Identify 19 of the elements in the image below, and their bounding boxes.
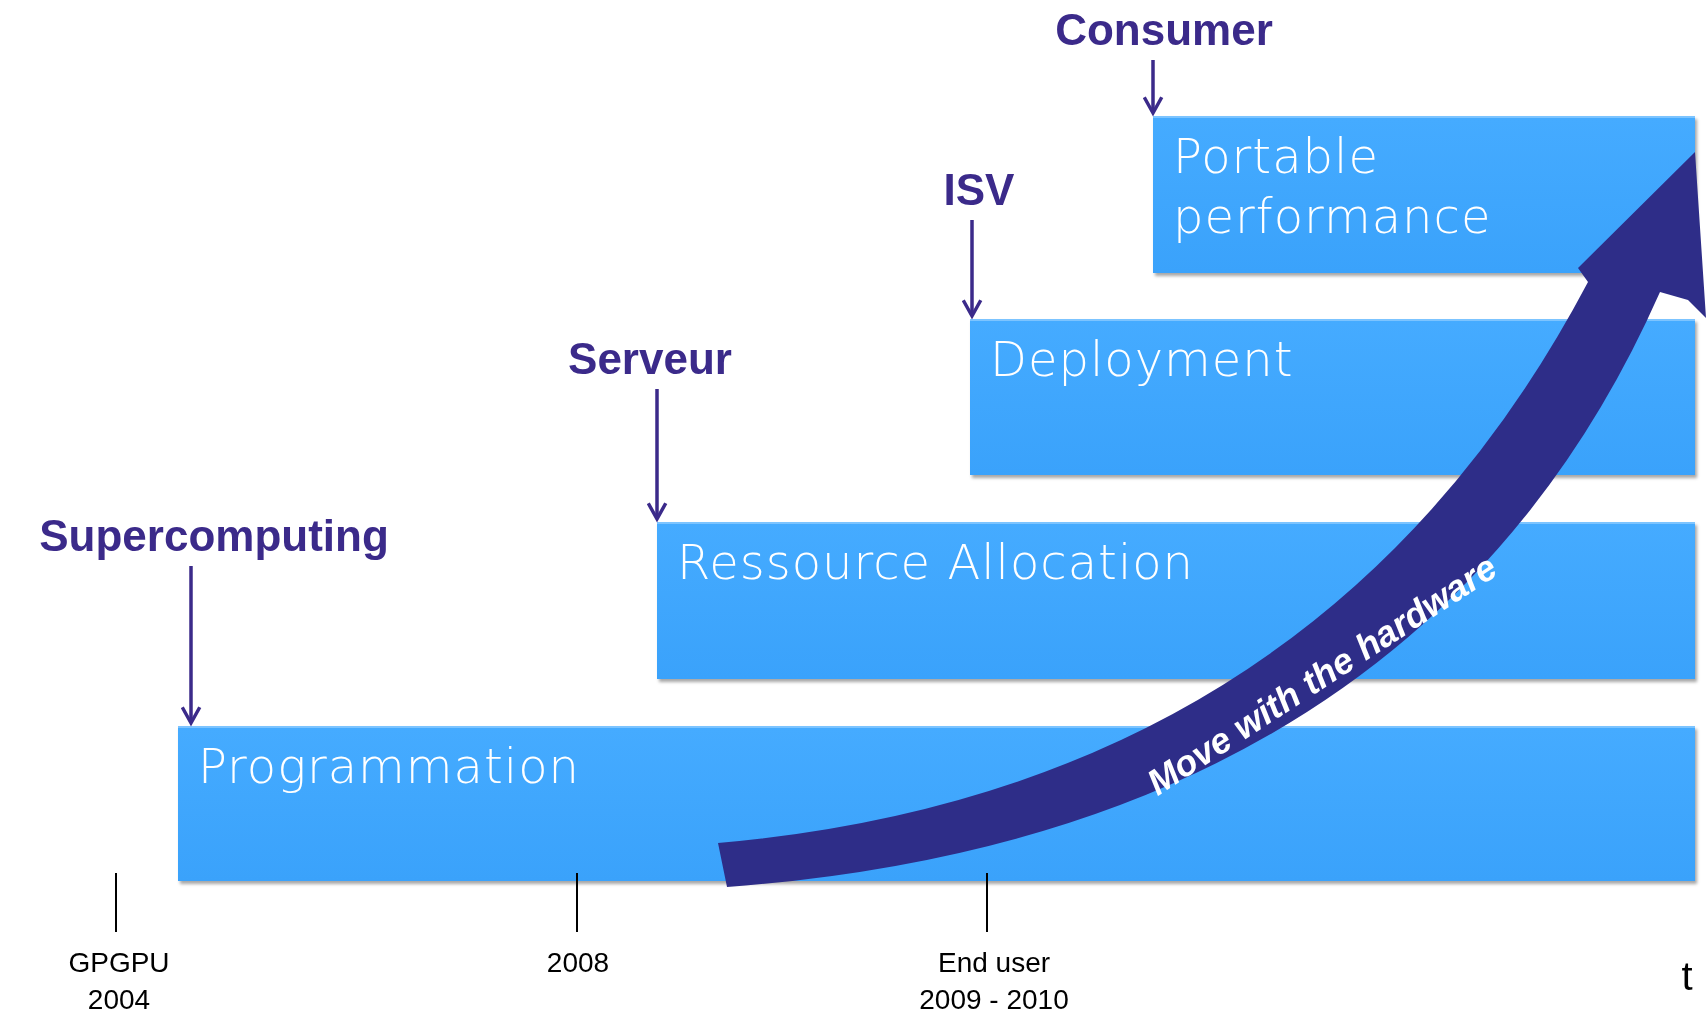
category-label: Serveur [568, 337, 732, 381]
arrow [180, 566, 202, 725]
category-label: Consumer [1055, 8, 1273, 52]
category-label: Supercomputing [39, 514, 389, 558]
arrow [1142, 60, 1164, 115]
timeline-label: 2008 [546, 949, 610, 977]
category-label: ISV [943, 168, 1015, 212]
axis-label: t [1681, 956, 1693, 996]
stage-bar [1153, 116, 1695, 273]
timeline-label: 2009 - 2010 [919, 986, 1069, 1014]
arrow [961, 220, 983, 318]
stage-text: Portable performance [1173, 127, 1493, 246]
timeline-label: End user [937, 949, 1051, 977]
timeline-label: GPGPU [68, 949, 170, 977]
timeline-label: 2004 [87, 986, 151, 1014]
stage-text: Programmation [198, 737, 580, 796]
stage-text: Deployment [990, 330, 1294, 389]
stage-text: Ressource Allocation [677, 533, 1194, 592]
arrow [646, 389, 668, 521]
